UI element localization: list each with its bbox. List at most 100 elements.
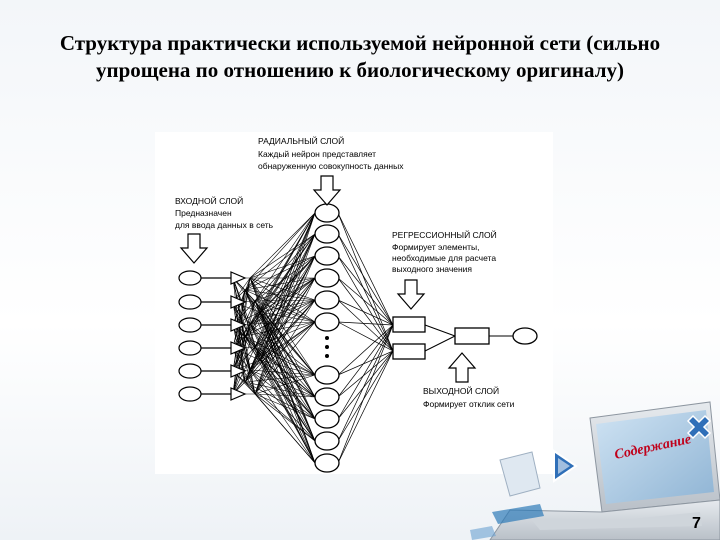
connection-line xyxy=(337,324,394,376)
connection-line xyxy=(244,233,316,337)
connection-line xyxy=(249,369,316,376)
connection-line xyxy=(232,289,246,349)
connection-line xyxy=(337,324,394,398)
radial-neuron xyxy=(314,224,340,244)
connection-line xyxy=(337,350,394,464)
connection-line xyxy=(337,233,394,326)
connection-line xyxy=(254,212,316,348)
connection-line xyxy=(244,212,316,383)
connection-line xyxy=(249,369,316,398)
connection-line xyxy=(424,335,456,352)
connection-line xyxy=(232,289,246,395)
input-neuron xyxy=(178,270,202,286)
connection-line xyxy=(249,299,316,325)
connection-line xyxy=(244,381,316,464)
connection-line xyxy=(337,255,394,352)
connection-line xyxy=(424,324,456,337)
input-neuron xyxy=(178,340,202,356)
slide-title: Структура практически используемой нейро… xyxy=(59,31,661,82)
connection-line xyxy=(337,350,394,442)
connection-line xyxy=(254,321,316,348)
connection-line xyxy=(259,299,316,361)
radial-layer-line-2: обнаруженную совокупность данных xyxy=(258,161,404,171)
connection-line xyxy=(244,335,316,420)
radial-neuron xyxy=(314,387,340,407)
output-unit xyxy=(454,327,490,345)
radial-neuron xyxy=(314,365,340,385)
connection-line xyxy=(259,359,316,464)
connection-line xyxy=(259,311,316,464)
network-connections xyxy=(232,212,513,464)
connection-line xyxy=(254,299,316,395)
regression-layer-title: РЕГРЕССИОННЫЙ СЛОЙ xyxy=(392,229,497,240)
connection-line xyxy=(254,277,316,395)
connection-line xyxy=(337,277,394,326)
radial-neuron xyxy=(314,409,340,429)
connection-line xyxy=(249,212,316,279)
ellipsis-dot xyxy=(325,345,329,349)
connection-line xyxy=(244,255,316,337)
connection-line xyxy=(337,212,394,352)
connection-line xyxy=(244,381,316,442)
connection-line xyxy=(337,350,394,398)
connection-line xyxy=(259,311,316,323)
connection-line xyxy=(337,321,394,352)
input-neuron xyxy=(178,363,202,379)
connection-line xyxy=(259,255,316,361)
ellipsis-dot xyxy=(325,336,329,340)
connection-line xyxy=(337,233,394,352)
connection-line xyxy=(259,212,316,361)
connection-line xyxy=(259,311,316,442)
laptop-decoration xyxy=(470,401,720,540)
neural-network-diagram: РАДИАЛЬНЫЙ СЛОЙ Каждый нейрон представля… xyxy=(155,132,553,474)
input-arrow-icon xyxy=(230,364,247,378)
output-layer-title: ВЫХОДНОЙ СЛОЙ xyxy=(423,385,499,396)
connection-line xyxy=(254,255,316,302)
output-layer-line-1: Формирует отклик сети xyxy=(423,399,515,409)
connection-line xyxy=(244,212,316,337)
connection-line xyxy=(244,233,316,383)
regression-layer-line-1: Формирует элементы, xyxy=(392,242,479,252)
connection-line xyxy=(249,277,316,420)
radial-neuron xyxy=(314,246,340,266)
connection-line xyxy=(232,324,256,395)
connection-line xyxy=(337,255,394,326)
input-neuron xyxy=(178,317,202,333)
regression-layer-line-2: необходимые для расчета xyxy=(392,253,496,263)
input-arrow-icon xyxy=(230,341,247,355)
regression-unit xyxy=(392,343,426,360)
connection-line xyxy=(254,393,316,442)
ellipsis-dot xyxy=(325,354,329,358)
connection-line xyxy=(232,289,246,326)
close-x-icon[interactable] xyxy=(684,412,714,442)
connection-line xyxy=(244,212,316,291)
radial-layer-arrow-icon xyxy=(312,175,342,206)
connection-line xyxy=(337,321,394,326)
connection-line xyxy=(337,324,394,442)
connection-line xyxy=(259,311,316,376)
connection-line xyxy=(337,350,394,420)
regression-unit xyxy=(392,316,426,333)
connection-line xyxy=(244,374,316,383)
output-neuron xyxy=(512,327,538,345)
connection-line xyxy=(244,299,316,337)
connection-line xyxy=(244,335,316,376)
connection-line xyxy=(232,311,261,395)
input-layer-line-1: Предназначен xyxy=(175,208,232,218)
nav-arrow-icon[interactable] xyxy=(551,448,579,484)
input-arrow-icon xyxy=(230,318,247,332)
connection-line xyxy=(337,277,394,352)
regression-layer-arrow-icon xyxy=(396,279,426,310)
connection-line xyxy=(244,255,316,383)
connection-line xyxy=(259,311,316,398)
connection-line xyxy=(337,212,394,326)
network-nodes xyxy=(178,203,538,473)
connection-line xyxy=(254,374,316,395)
radial-neuron xyxy=(314,268,340,288)
output-layer-arrow-icon xyxy=(447,352,477,383)
connection-line xyxy=(244,381,316,420)
connection-line xyxy=(337,324,394,464)
connection-line xyxy=(244,289,316,376)
radial-layer-line-1: Каждый нейрон представляет xyxy=(258,149,376,159)
connection-line xyxy=(259,359,316,420)
